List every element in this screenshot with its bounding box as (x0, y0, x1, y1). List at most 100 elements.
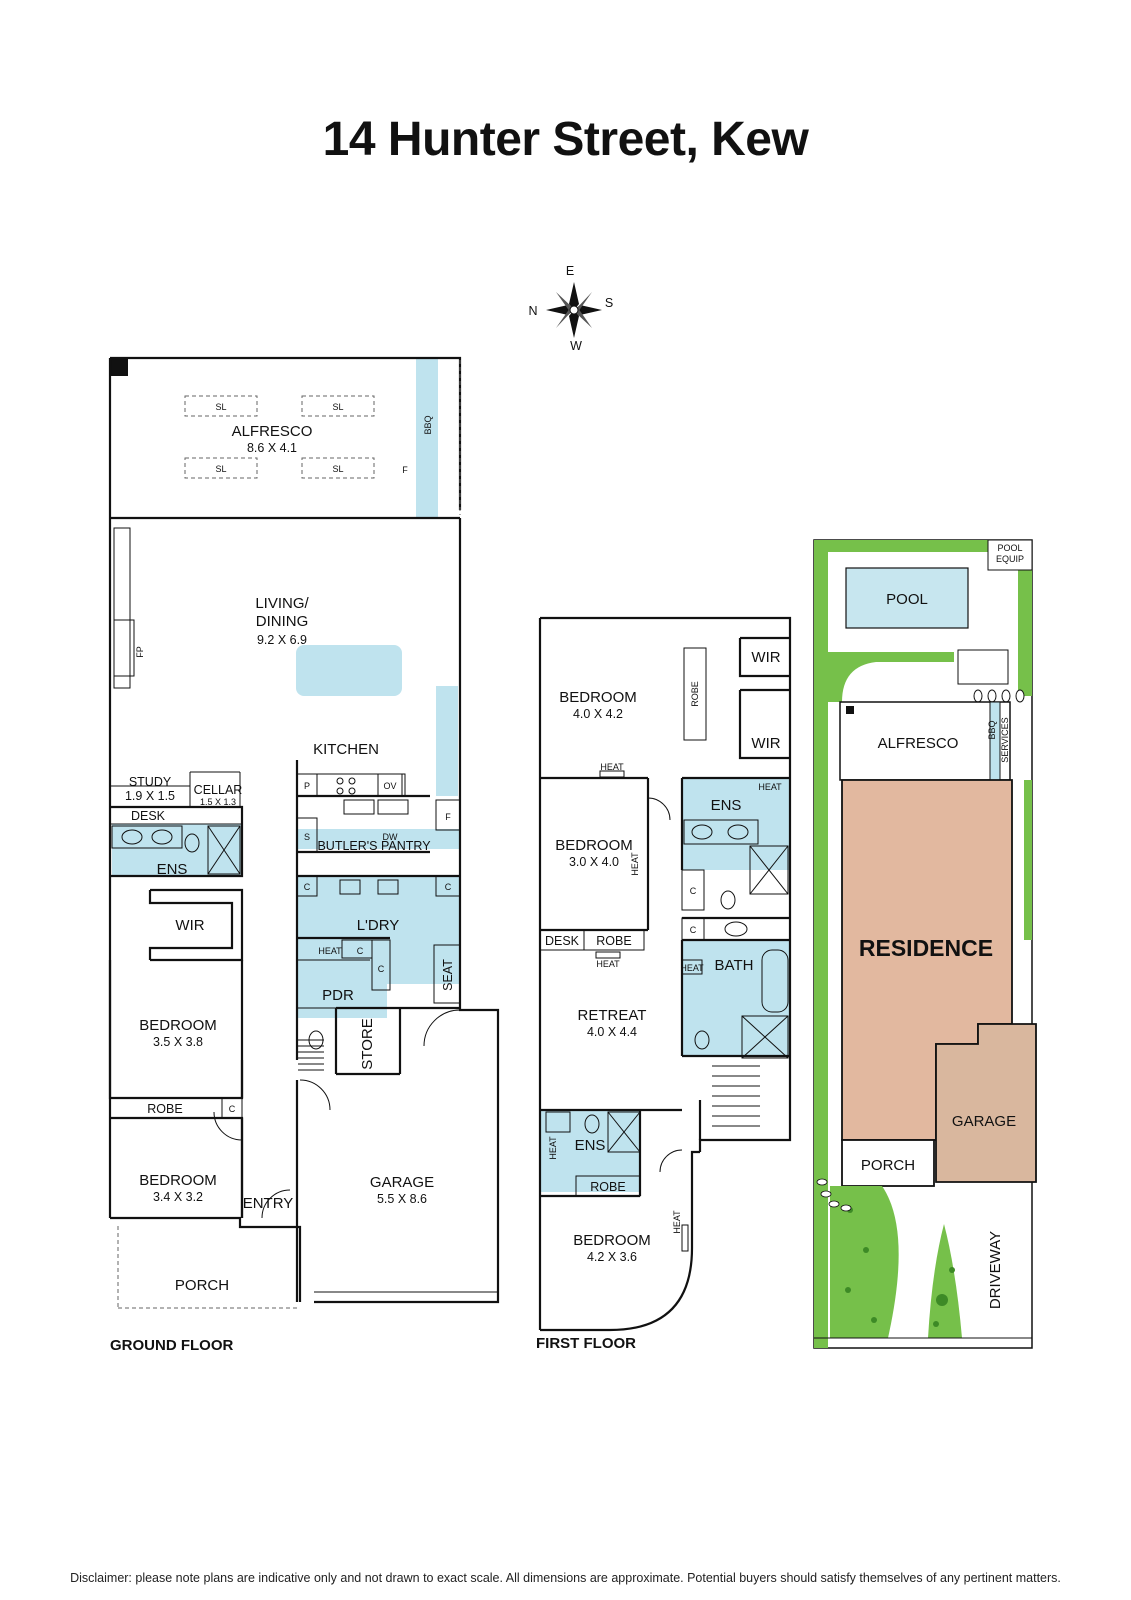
gf-shelf: S (304, 832, 310, 842)
site-pool-equip-2: EQUIP (996, 554, 1024, 564)
gf-kitchen: KITCHEN (313, 741, 379, 758)
ff-heat-4: HEAT (596, 959, 620, 969)
gf-bedroom-b-name: BEDROOM (139, 1172, 217, 1189)
gf-skylight-1: SL (215, 402, 226, 412)
gf-study-name: STUDY (129, 775, 172, 789)
gf-fireplace: FP (135, 646, 145, 658)
ff-ensuite: ENS (711, 797, 742, 814)
compass-east: E (566, 264, 574, 278)
gf-kitchen-island (296, 645, 402, 696)
gf-dishwasher: DW (383, 832, 398, 842)
ff-wir-1: WIR (751, 649, 780, 666)
site-alfresco: ALFRESCO (878, 735, 959, 752)
gf-bedroom-a-name: BEDROOM (139, 1017, 217, 1034)
ff-robe-c: ROBE (590, 1180, 625, 1194)
gf-entry: ENTRY (243, 1195, 294, 1212)
first-floor-plan (538, 616, 792, 1332)
gf-cellar-size: 1.5 X 1.3 (200, 797, 236, 807)
gf-oven: OV (383, 781, 396, 791)
ff-cupboard-1: C (690, 886, 697, 896)
ff-desk: DESK (545, 934, 580, 948)
first-floor-label: FIRST FLOOR (536, 1335, 636, 1352)
ff-bath-area (682, 940, 790, 1056)
gf-alfresco-name: ALFRESCO (232, 423, 313, 440)
site-driveway: DRIVEWAY (987, 1231, 1004, 1309)
gf-ensuite: ENS (157, 861, 188, 878)
gf-cupboard-3: C (357, 946, 364, 956)
gf-cupboard-5: C (229, 1104, 236, 1114)
gf-laundry: L'DRY (357, 917, 400, 934)
gf-cellar-name: CELLAR (194, 783, 243, 797)
gf-pantry-bench (297, 829, 460, 849)
site-services: SERVICES (1000, 717, 1010, 762)
gf-cupboard-4: C (378, 964, 385, 974)
gf-fridge-kitchen: F (445, 812, 451, 822)
ff-bedroom-c-size: 4.2 X 3.6 (587, 1250, 637, 1264)
ff-bedroom-c-name: BEDROOM (573, 1232, 651, 1249)
gf-porch: PORCH (175, 1277, 229, 1294)
compass-rose-icon (546, 282, 602, 338)
ff-bedroom-a-size: 4.0 X 4.2 (573, 707, 623, 721)
gf-heat: HEAT (318, 946, 342, 956)
gf-garage-size: 5.5 X 8.6 (377, 1192, 427, 1206)
compass-south: S (605, 296, 613, 310)
gf-skylight-3: SL (215, 464, 226, 474)
gf-powder-room: PDR (322, 987, 354, 1004)
ff-ensuite-b-area (540, 1110, 640, 1192)
site-pool-equip: POOL (997, 543, 1022, 553)
compass-north: N (528, 304, 537, 318)
gf-skylight-2: SL (332, 402, 343, 412)
ff-bedroom-b-name: BEDROOM (555, 837, 633, 854)
gf-alfresco-size: 8.6 X 4.1 (247, 441, 297, 455)
ground-floor-plan (108, 356, 500, 1309)
ff-robe-a: ROBE (690, 681, 700, 707)
gf-seat: SEAT (441, 959, 455, 991)
ground-floor-label: GROUND FLOOR (110, 1337, 233, 1354)
gf-bbq-bench (416, 358, 438, 518)
site-porch: PORCH (861, 1157, 915, 1174)
gf-skylight-4: SL (332, 464, 343, 474)
gf-cupboard-2: C (445, 882, 452, 892)
gf-ensuite-area (112, 824, 242, 876)
ff-bath: BATH (715, 957, 754, 974)
site-pool: POOL (886, 591, 928, 608)
gf-garage-name: GARAGE (370, 1174, 434, 1191)
gf-cupboard-1: C (304, 882, 311, 892)
ff-bedroom-a-name: BEDROOM (559, 689, 637, 706)
gf-living-name-2: DINING (256, 613, 309, 630)
gf-bedroom-b-size: 3.4 X 3.2 (153, 1190, 203, 1204)
ff-robe-b: ROBE (596, 934, 631, 948)
compass-west: W (570, 339, 582, 353)
gf-store: STORE (359, 1018, 376, 1069)
gf-robe: ROBE (147, 1102, 182, 1116)
gf-living-size: 9.2 X 6.9 (257, 633, 307, 647)
gf-desk: DESK (131, 809, 166, 823)
gf-fridge-alfresco: F (402, 465, 408, 475)
ff-ensuite-area (682, 778, 790, 870)
site-garage: GARAGE (952, 1113, 1016, 1130)
disclaimer: Disclaimer: please note plans are indica… (70, 1571, 1061, 1585)
ff-heat-2: HEAT (758, 782, 782, 792)
page-title: 14 Hunter Street, Kew (322, 113, 809, 166)
gf-kitchen-bench (436, 686, 458, 796)
gf-bedroom-a-size: 3.5 X 3.8 (153, 1035, 203, 1049)
ff-heat-7: HEAT (672, 1210, 682, 1234)
site-plan (813, 539, 1037, 1349)
ff-retreat-name: RETREAT (578, 1007, 647, 1024)
gf-bbq: BBQ (423, 415, 433, 434)
gf-living-name: LIVING/ (255, 595, 309, 612)
gf-study-size: 1.9 X 1.5 (125, 789, 175, 803)
site-residence: RESIDENCE (859, 935, 993, 961)
ff-wir-2: WIR (751, 735, 780, 752)
ff-ensuite-b: ENS (575, 1137, 606, 1154)
ff-bedroom-b-size: 3.0 X 4.0 (569, 855, 619, 869)
ff-heat-5: HEAT (680, 963, 704, 973)
ff-retreat-size: 4.0 X 4.4 (587, 1025, 637, 1039)
gf-pantry: P (304, 781, 310, 791)
ff-heat-1: HEAT (600, 762, 624, 772)
site-bbq: BBQ (987, 720, 997, 739)
gf-wir: WIR (175, 917, 204, 934)
ff-heat-3: HEAT (630, 852, 640, 876)
ff-cupboard-2: C (690, 925, 697, 935)
